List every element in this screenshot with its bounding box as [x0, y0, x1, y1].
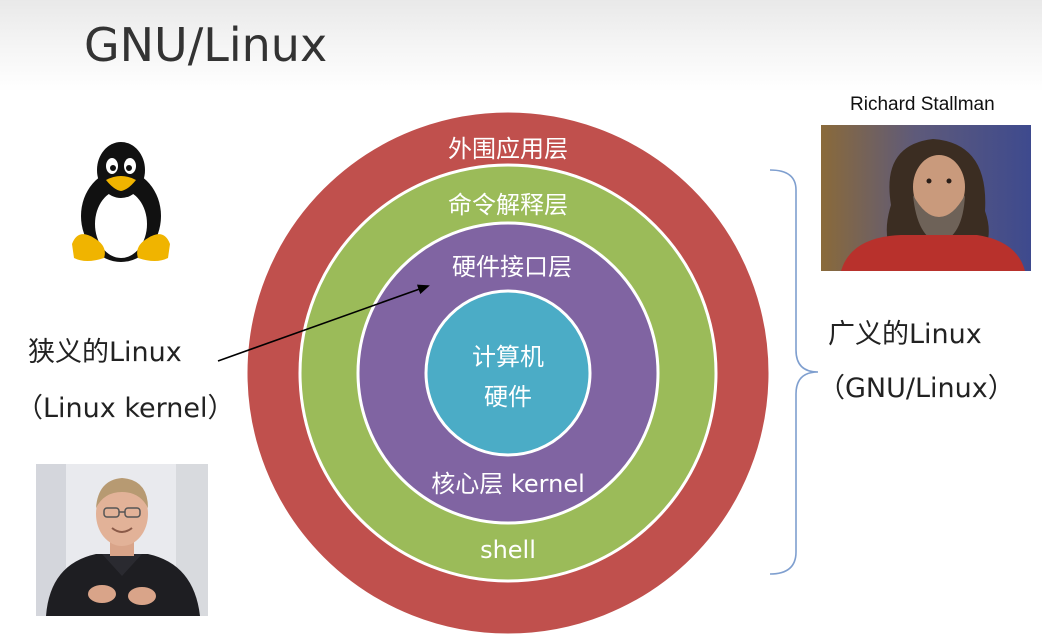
curly-brace — [769, 169, 819, 575]
slide-title: GNU/Linux — [84, 18, 328, 72]
ring-hardware — [424, 289, 592, 457]
linus-torvalds-photo — [36, 464, 208, 616]
outer-ring-label: 外围应用层 — [448, 135, 568, 163]
penguin-icon — [72, 142, 170, 262]
narrow-linux-sublabel: （Linux kernel） — [16, 393, 235, 424]
broad-linux-sublabel: （GNU/Linux） — [818, 373, 1015, 404]
pointer-arrow — [217, 284, 430, 362]
core-label-line2: 硬件 — [484, 383, 532, 411]
kernel-ring-label: 核心层 kernel — [431, 470, 585, 498]
shell-bottom-label: shell — [480, 536, 536, 564]
stallman-caption: Richard Stallman — [850, 94, 995, 115]
shell-ring-label: 命令解释层 — [448, 191, 568, 219]
title-band — [0, 0, 1042, 92]
narrow-linux-label: 狭义的Linux — [28, 337, 182, 368]
richard-stallman-photo — [821, 125, 1031, 271]
broad-linux-label: 广义的Linux — [828, 319, 982, 350]
core-label-line1: 计算机 — [472, 343, 544, 371]
interface-ring-label: 硬件接口层 — [452, 253, 572, 281]
